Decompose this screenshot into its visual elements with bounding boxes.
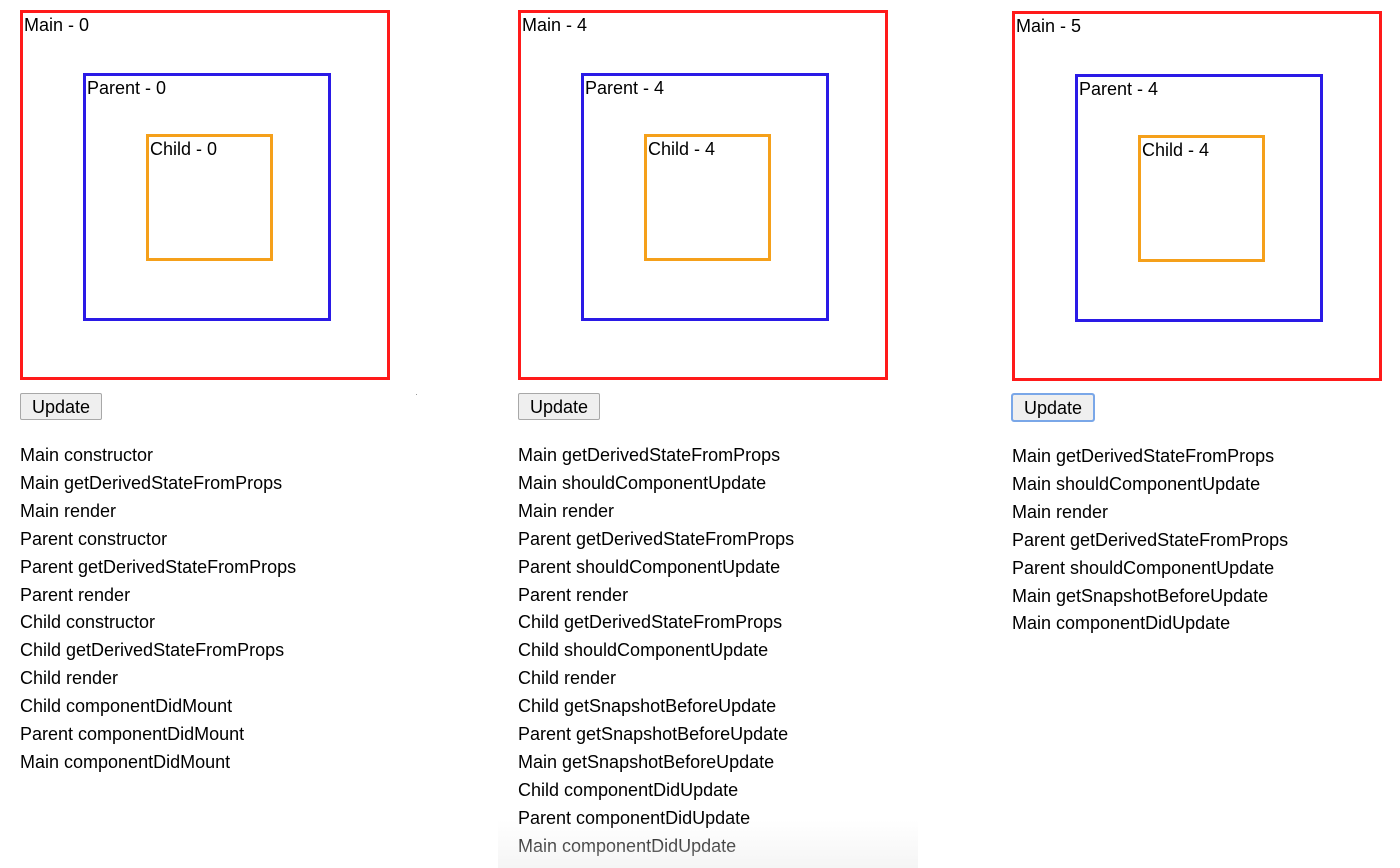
log-entry: Parent shouldComponentUpdate (518, 556, 781, 577)
log-entry: Main componentDidUpdate (518, 835, 737, 856)
log-entry: Parent getSnapshotBeforeUpdate (518, 724, 789, 745)
log-entry: Child render (518, 668, 617, 689)
parent-label: Parent - 0 (87, 78, 167, 98)
main-component-box: Main - 4 Parent - 4 Child - 4 (518, 10, 888, 380)
main-component-box: Main - 5 Parent - 4 Child - 4 (1012, 11, 1382, 381)
child-label: Child - 0 (150, 139, 218, 159)
update-button[interactable]: Update (1011, 393, 1095, 422)
log-entry: Child shouldComponentUpdate (518, 640, 769, 661)
log-entry: Main getSnapshotBeforeUpdate (518, 751, 775, 772)
log-entry: Main componentDidUpdate (1012, 613, 1231, 634)
log-entry: Parent getDerivedStateFromProps (20, 556, 297, 577)
parent-label: Parent - 4 (1079, 79, 1159, 99)
log-entry: Child getDerivedStateFromProps (518, 612, 783, 633)
child-component-box: Child - 0 (146, 134, 273, 261)
child-label: Child - 4 (1142, 140, 1210, 160)
log-entry: Main getDerivedStateFromProps (1012, 446, 1275, 466)
log-entry: Parent constructor (20, 528, 168, 549)
main-label: Main - 5 (1016, 16, 1082, 36)
log-entry: Parent getDerivedStateFromProps (518, 528, 795, 549)
stray-dot (416, 394, 417, 395)
log-entry: Parent render (518, 584, 629, 605)
child-component-box: Child - 4 (644, 134, 771, 261)
child-label: Child - 4 (648, 139, 716, 159)
log-entry: Child componentDidMount (20, 696, 233, 717)
log-entry: Parent getDerivedStateFromProps (1012, 529, 1289, 550)
main-label: Main - 4 (522, 15, 588, 35)
parent-component-box: Parent - 4 Child - 4 (1075, 74, 1323, 322)
log-entry: Main componentDidMount (20, 751, 231, 772)
log-entry: Main shouldComponentUpdate (518, 472, 767, 493)
main-label: Main - 0 (24, 15, 90, 35)
parent-component-box: Parent - 4 Child - 4 (581, 73, 829, 321)
update-button[interactable]: Update (20, 393, 102, 420)
log-entry: Child getDerivedStateFromProps (20, 640, 285, 661)
log-entry: Child render (20, 668, 119, 689)
log-entry: Main getSnapshotBeforeUpdate (1012, 585, 1269, 606)
main-component-box: Main - 0 Parent - 0 Child - 0 (20, 10, 390, 380)
log-entry: Child getSnapshotBeforeUpdate (518, 696, 777, 717)
log-entry: Parent componentDidUpdate (518, 807, 751, 828)
log-entry: Parent componentDidMount (20, 724, 245, 745)
update-button[interactable]: Update (518, 393, 600, 420)
log-entry: Main getDerivedStateFromProps (20, 472, 283, 493)
log-entry: Parent render (20, 584, 131, 605)
parent-component-box: Parent - 0 Child - 0 (83, 73, 331, 321)
log-entry: Child constructor (20, 612, 156, 633)
log-entry: Main render (1012, 501, 1109, 522)
log-entry: Main getDerivedStateFromProps (518, 445, 781, 465)
parent-label: Parent - 4 (585, 78, 665, 98)
log-entry: Child componentDidUpdate (518, 779, 739, 800)
log-entry: Parent shouldComponentUpdate (1012, 557, 1275, 578)
log-entry: Main shouldComponentUpdate (1012, 473, 1261, 494)
log-entry: Main constructor (20, 445, 154, 465)
child-component-box: Child - 4 (1138, 135, 1265, 262)
log-entry: Main render (20, 500, 117, 521)
log-entry: Main render (518, 500, 615, 521)
